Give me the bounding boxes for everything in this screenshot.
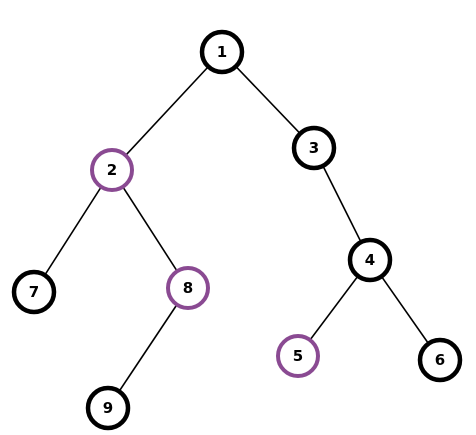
node-6: 6 [417,337,463,383]
node-label-7: 7 [29,283,39,301]
node-circle-6 [417,337,463,383]
tree-nodes: 1 2 3 4 5 6 7 8 9 [11,29,463,431]
node-9: 9 [85,385,131,431]
node-1: 1 [199,29,245,75]
edge-8-9 [107,287,189,409]
node-8: 8 [166,266,210,310]
node-3: 3 [291,125,337,171]
node-2: 2 [90,148,134,192]
node-circle-4 [347,237,393,283]
node-label-9: 9 [103,399,113,417]
node-label-1: 1 [217,43,227,61]
node-circle-5 [276,334,320,378]
node-5: 5 [276,334,320,378]
tree-edges [33,51,441,409]
node-label-4: 4 [365,251,375,269]
node-circle-8 [166,266,210,310]
node-4: 4 [347,237,393,283]
node-label-3: 3 [309,139,319,157]
node-circle-3 [291,125,337,171]
node-circle-7 [11,269,57,315]
edge-2-8 [111,169,189,289]
node-circle-9 [85,385,131,431]
node-label-6: 6 [435,351,445,369]
edge-1-2 [111,51,223,171]
node-circle-2 [90,148,134,192]
node-7: 7 [11,269,57,315]
node-label-8: 8 [183,279,193,297]
node-label-2: 2 [107,161,117,179]
node-circle-1 [199,29,245,75]
edge-2-7 [33,169,113,293]
node-label-5: 5 [293,347,303,365]
